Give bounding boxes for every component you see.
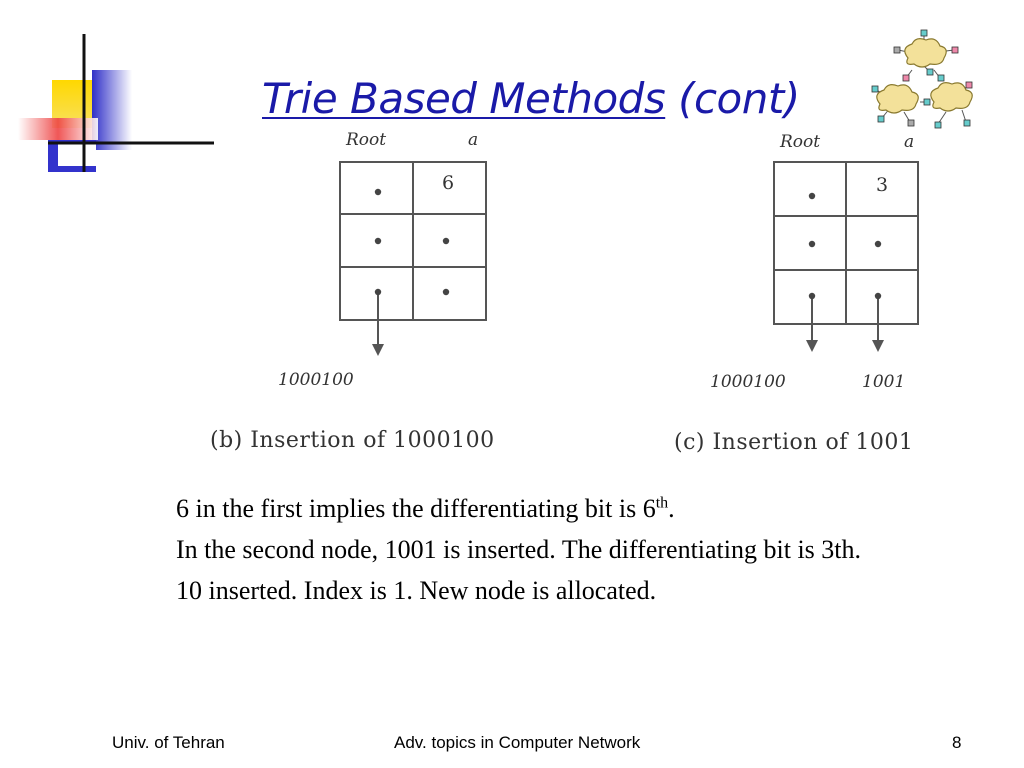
a-label: a [904,132,915,152]
body-line-2: In the second node, 1001 is inserted. Th… [176,535,862,564]
body-line-1: 6 in the first implies the differentiati… [176,494,675,523]
figure-caption: (b) Insertion of 1000100 [210,428,495,453]
cloud-top [904,38,947,68]
figure-c-diagram [773,161,919,352]
cloud-right [930,82,973,112]
body-text: 6 in the first implies the differentiati… [176,488,1016,611]
figure-caption: (c) Insertion of 1001 [674,430,914,455]
a-label: a [468,130,479,150]
deco-red-square [18,118,98,140]
root-label: Root [346,130,387,150]
leaf-label: 1000100 [710,372,786,392]
figure-b-diagram [339,161,487,356]
title-suffix: (cont) [678,74,800,123]
index-value: 6 [442,172,455,194]
figure-b: Root a 6 1000100 (b) Insertion of 100010… [210,124,600,464]
footer-center: Adv. topics in Computer Network [394,733,641,752]
index-value: 3 [876,174,889,196]
page-title: Trie Based Methods (cont) [262,74,800,123]
body-line-3: 10 inserted. Index is 1. New node is all… [176,576,657,605]
corner-decoration [18,34,214,172]
page-number: 8 [952,733,962,752]
figure-c: Root a 3 1000100 1001 (c) Insertion of 1… [674,124,1000,464]
network-clouds-icon [871,29,973,129]
deco-blue-square [92,70,132,150]
cloud-left [876,84,919,114]
footer-left: Univ. of Tehran [112,733,225,752]
root-label: Root [780,132,821,152]
title-link[interactable]: Trie Based Methods [262,74,666,123]
leaf-label: 1000100 [278,370,354,390]
leaf-label: 1001 [862,372,906,392]
